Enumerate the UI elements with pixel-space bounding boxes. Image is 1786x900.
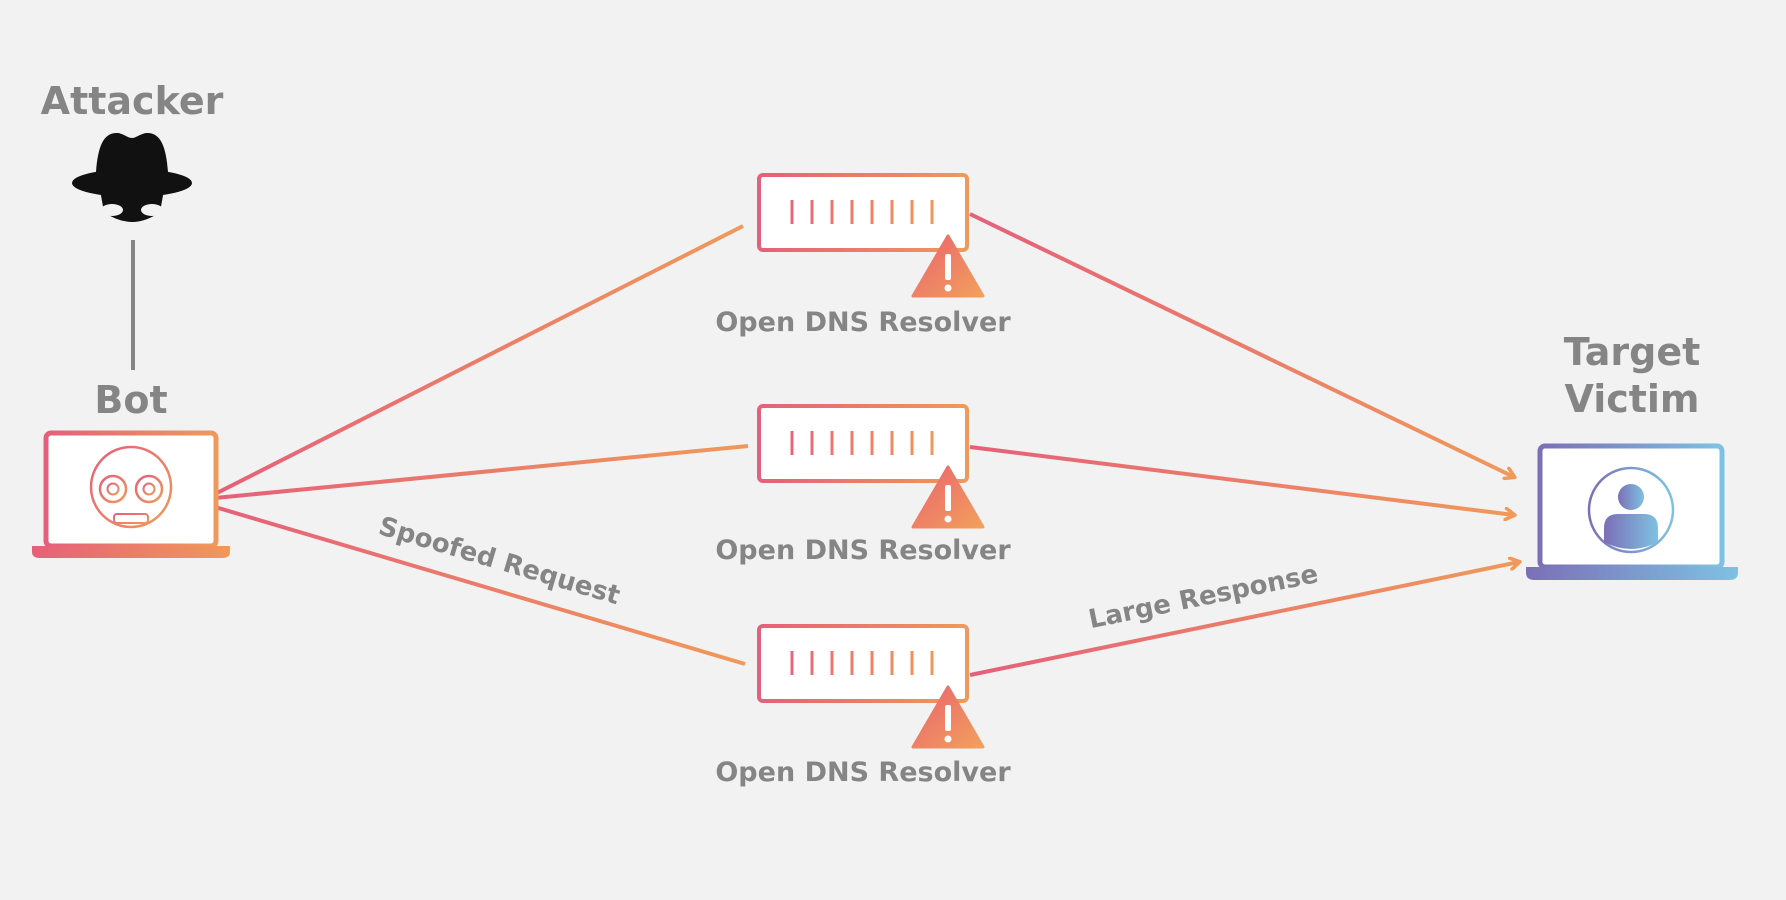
resolver-1-to-victim-arrow <box>969 212 1514 477</box>
bot-to-resolver-3-line <box>214 505 746 666</box>
robot-face-icon <box>89 445 173 529</box>
target-label-line1: Target <box>1564 330 1701 374</box>
warning-icon <box>911 685 985 749</box>
target-label-line2: Victim <box>1564 377 1699 421</box>
resolver-2-to-victim-arrow <box>969 445 1514 515</box>
warning-icon <box>911 465 985 529</box>
dns-resolver-3: Open DNS Resolver <box>715 624 1011 788</box>
victim-laptop-icon <box>1526 443 1738 580</box>
resolver-3-label: Open DNS Resolver <box>715 757 1011 788</box>
resolver-1-label: Open DNS Resolver <box>715 307 1011 338</box>
dns-resolver-1: Open DNS Resolver <box>715 173 1011 338</box>
attacker-label: Attacker <box>41 79 224 123</box>
resolver-3-to-victim-arrow <box>969 562 1519 677</box>
bot-to-resolver-2-line <box>214 444 749 500</box>
server-icon <box>757 404 969 499</box>
server-icon <box>757 624 969 719</box>
bot-laptop-icon <box>32 430 230 558</box>
user-avatar-icon <box>1587 466 1675 554</box>
spy-icon <box>72 132 192 222</box>
warning-icon <box>911 234 985 298</box>
dns-resolver-2: Open DNS Resolver <box>715 404 1011 566</box>
spoofed-request-label: Spoofed Request <box>375 511 623 611</box>
resolver-2-label: Open DNS Resolver <box>715 535 1011 566</box>
large-response-label: Large Response <box>1086 559 1321 635</box>
server-icon <box>757 173 969 268</box>
bot-label: Bot <box>94 378 167 422</box>
bot-to-resolver-1-line <box>214 224 744 496</box>
